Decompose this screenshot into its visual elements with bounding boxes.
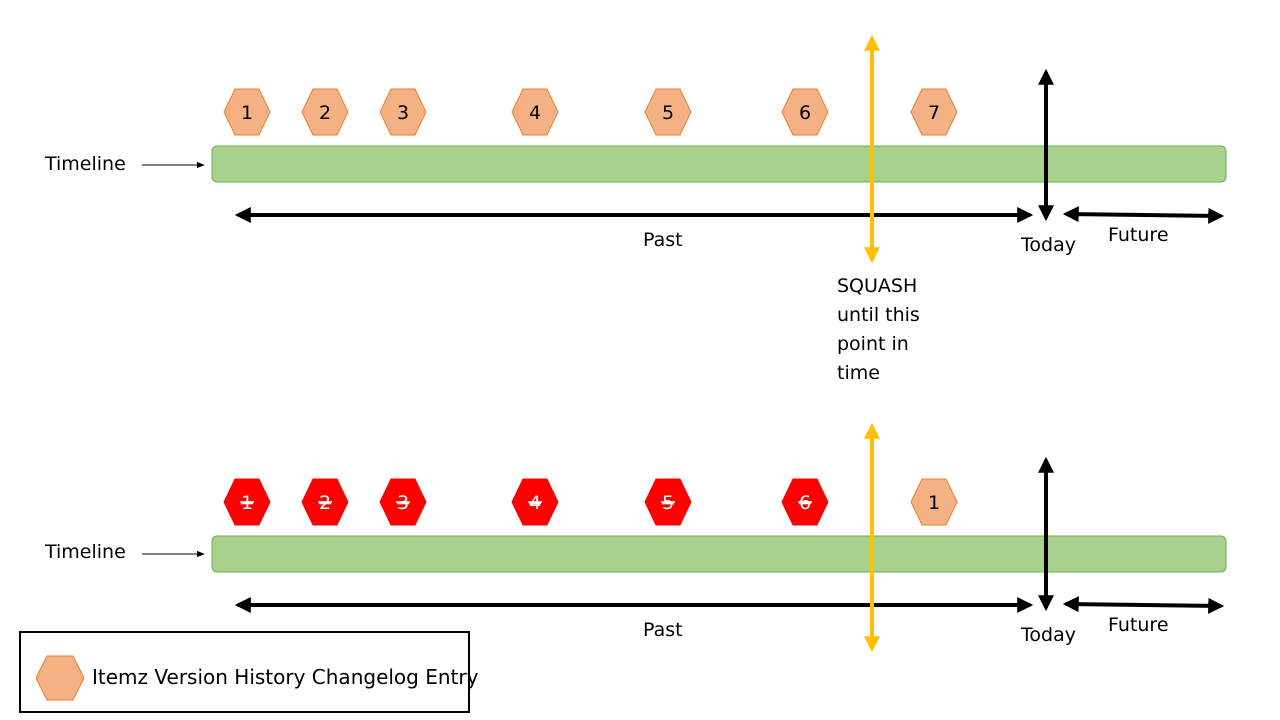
hexagon-icon	[644, 88, 692, 136]
entry-number: 6	[799, 492, 811, 514]
hexagon-icon	[781, 88, 829, 136]
hexagon-icon	[910, 478, 958, 526]
squash-note: SQUASH until this point in time	[837, 275, 920, 384]
changelog-entry: 2	[301, 88, 349, 136]
future-label: Future	[1108, 614, 1169, 636]
entry-number: 2	[319, 102, 331, 124]
legend: Itemz Version History Changelog Entry	[19, 631, 478, 713]
panel-1: 1 2 3 4 5 6 7	[142, 68, 1227, 224]
squashed-changelog-entry: 4	[511, 478, 559, 526]
squashed-changelog-entry: 5	[644, 478, 692, 526]
squashed-changelog-entry: 6	[781, 478, 829, 526]
entry-number: 4	[529, 102, 541, 124]
hexagon-icon	[910, 88, 958, 136]
hexagon-icon	[511, 88, 559, 136]
timeline-bar	[211, 535, 1227, 573]
entry-number: 3	[397, 102, 409, 124]
hexagon-icon	[379, 88, 427, 136]
today-label: Today	[1021, 624, 1076, 646]
entry-number: 1	[241, 492, 253, 514]
past-label: Past	[643, 619, 683, 641]
entry-number: 4	[529, 492, 541, 514]
changelog-entry: 1	[223, 88, 271, 136]
hexagon-icon	[301, 88, 349, 136]
squashed-changelog-entry: 1	[223, 478, 271, 526]
hexagon-icon	[223, 88, 271, 136]
past-label: Past	[643, 229, 683, 251]
changelog-entries-row: 1 2 3 4 5 6 1	[223, 478, 958, 526]
entry-number: 7	[928, 102, 940, 124]
timeline-bar	[211, 145, 1227, 183]
legend-text: Itemz Version History Changelog Entry	[92, 665, 479, 689]
panel-2: 1 2 3 4 5 6 1	[142, 456, 1227, 614]
changelog-entry: 7	[910, 88, 958, 136]
timeline-label: Timeline	[45, 153, 126, 175]
entry-number: 3	[397, 492, 409, 514]
future-label: Future	[1108, 224, 1169, 246]
entry-number: 6	[799, 102, 811, 124]
entry-number: 2	[319, 492, 331, 514]
entry-number: 1	[928, 492, 940, 514]
changelog-entry: 4	[511, 88, 559, 136]
future-arrow	[1062, 596, 1225, 614]
entry-number: 1	[241, 102, 253, 124]
squashed-changelog-entry: 2	[301, 478, 349, 526]
hexagon-icon	[35, 655, 85, 701]
entry-number: 5	[662, 492, 674, 514]
entry-number: 5	[662, 102, 674, 124]
timeline-label: Timeline	[45, 541, 126, 563]
today-label: Today	[1021, 234, 1076, 256]
squashed-changelog-entry: 3	[379, 478, 427, 526]
changelog-entry: 5	[644, 88, 692, 136]
changelog-entries-row: 1 2 3 4 5 6 7	[223, 88, 958, 136]
changelog-entry: 1	[910, 478, 958, 526]
changelog-entry: 3	[379, 88, 427, 136]
changelog-entry: 6	[781, 88, 829, 136]
future-arrow	[1062, 206, 1225, 224]
